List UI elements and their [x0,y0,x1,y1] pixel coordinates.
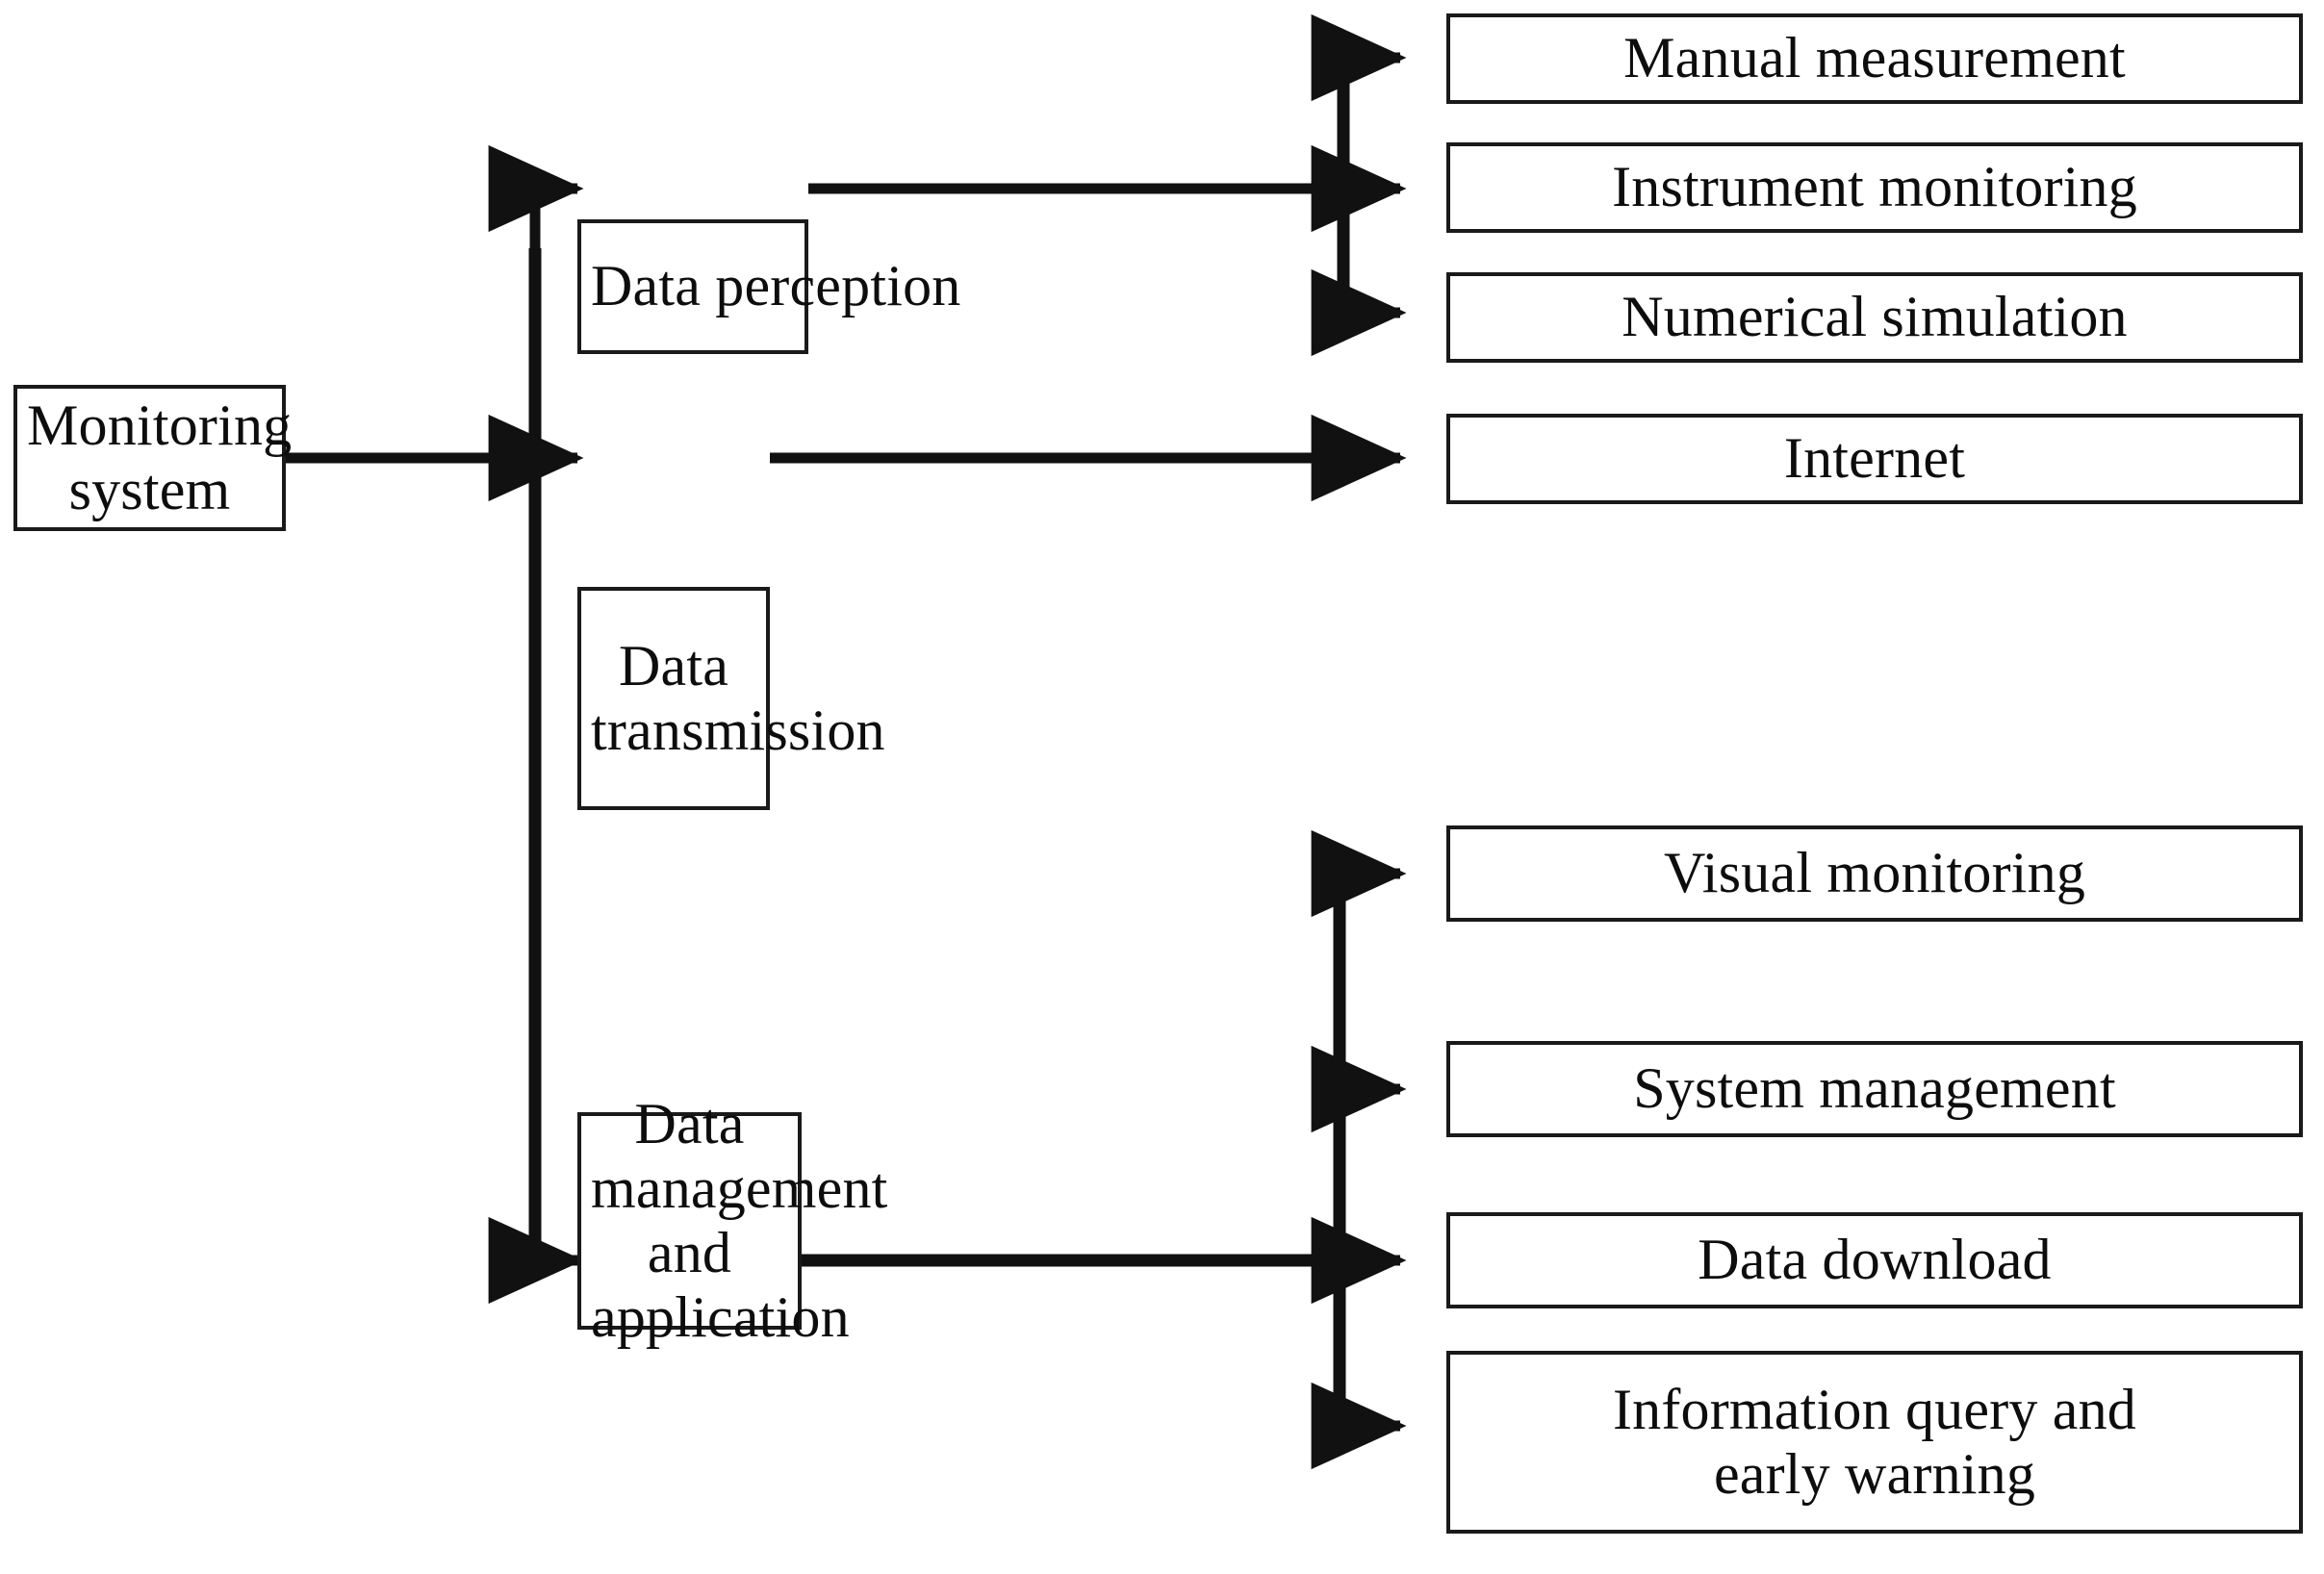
node-internet[interactable]: Internet [1446,414,2303,504]
node-instrument-monitoring[interactable]: Instrument monitoring [1446,142,2303,233]
node-label-numerical-simulation: Numerical simulation [1622,285,2128,349]
node-label-system-management: System management [1633,1056,2116,1121]
node-data-perception[interactable]: Data perception [577,219,961,354]
node-label-data-download: Data download [1698,1228,2052,1292]
node-label-instrument-monitoring: Instrument monitoring [1612,155,2137,219]
node-system-management[interactable]: System management [1446,1041,2303,1137]
node-label-visual-monitoring: Visual monitoring [1663,841,2086,905]
node-label-information-query-and-early-warning: Information query and early warning [1612,1377,2137,1506]
node-data-download[interactable]: Data download [1446,1212,2303,1308]
node-manual-measurement[interactable]: Manual measurement [1446,13,2303,104]
edge-root-to-data-perception [488,144,584,248]
node-monitoring-system[interactable]: Monitoring system [13,385,293,531]
node-label-monitoring-system: Monitoring system [27,393,293,521]
node-information-query-and-early-warning[interactable]: Information query and early warning [1446,1351,2303,1534]
node-numerical-simulation[interactable]: Numerical simulation [1446,272,2303,363]
node-label-internet: Internet [1783,426,1966,491]
node-label-data-transmission: Data transmission [591,633,885,762]
node-label-manual-measurement: Manual measurement [1623,26,2126,90]
node-label-data-management-and-application: Data management and application [591,1091,888,1350]
node-data-transmission[interactable]: Data transmission [577,587,885,810]
node-label-data-perception: Data perception [591,254,961,318]
node-data-management-and-application[interactable]: Data management and application [577,1092,887,1349]
node-visual-monitoring[interactable]: Visual monitoring [1446,825,2303,922]
